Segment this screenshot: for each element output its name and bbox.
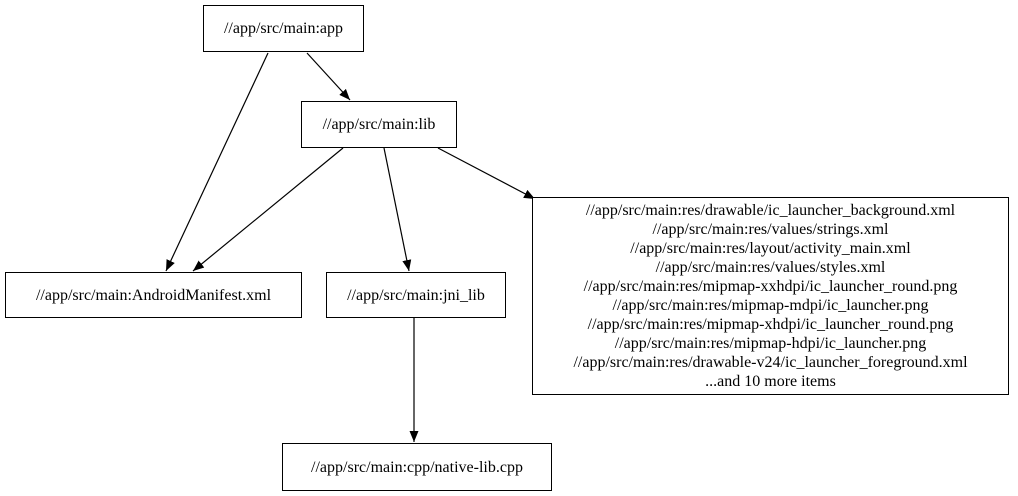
res-file-item: //app/src/main:res/drawable/ic_launcher_… <box>585 202 956 219</box>
res-file-item: //app/src/main:res/mipmap-xxhdpi/ic_laun… <box>583 278 958 295</box>
edge-lib-to-jni-lib <box>383 147 412 272</box>
edge-app-to-androidmanifest <box>165 52 269 272</box>
res-file-item: //app/src/main:res/mipmap-xhdpi/ic_launc… <box>587 316 954 333</box>
edge-lib-to-res-group <box>437 147 536 200</box>
node-native-lib-label: //app/src/main:cpp/native-lib.cpp <box>311 458 523 476</box>
graph-node-native-lib: //app/src/main:cpp/native-lib.cpp <box>282 443 552 491</box>
res-file-item: //app/src/main:res/drawable-v24/ic_launc… <box>573 354 968 371</box>
edge-lib-to-androidmanifest <box>192 147 344 272</box>
res-file-item: //app/src/main:res/values/styles.xml <box>655 259 886 276</box>
graph-node-jni-lib: //app/src/main:jni_lib <box>326 272 506 318</box>
node-jni-lib-label: //app/src/main:jni_lib <box>347 286 485 304</box>
graph-node-lib: //app/src/main:lib <box>301 101 457 148</box>
node-app-label: //app/src/main:app <box>223 20 344 37</box>
res-file-item: //app/src/main:res/mipmap-hdpi/ic_launch… <box>614 335 927 352</box>
node-lib-label: //app/src/main:lib <box>322 116 436 133</box>
res-file-item: //app/src/main:res/mipmap-mdpi/ic_launch… <box>612 297 929 314</box>
node-androidmanifest-label: //app/src/main:AndroidManifest.xml <box>35 286 272 304</box>
res-file-item: //app/src/main:res/layout/activity_main.… <box>630 240 911 257</box>
graph-node-res-group: //app/src/main:res/drawable/ic_launcher_… <box>532 197 1009 395</box>
res-file-item: //app/src/main:res/values/strings.xml <box>652 221 889 238</box>
graph-node-app: //app/src/main:app <box>203 5 364 52</box>
graph-node-androidmanifest: //app/src/main:AndroidManifest.xml <box>5 272 302 318</box>
edge-app-to-lib <box>306 52 351 101</box>
res-more-items-note: ...and 10 more items <box>705 373 836 390</box>
